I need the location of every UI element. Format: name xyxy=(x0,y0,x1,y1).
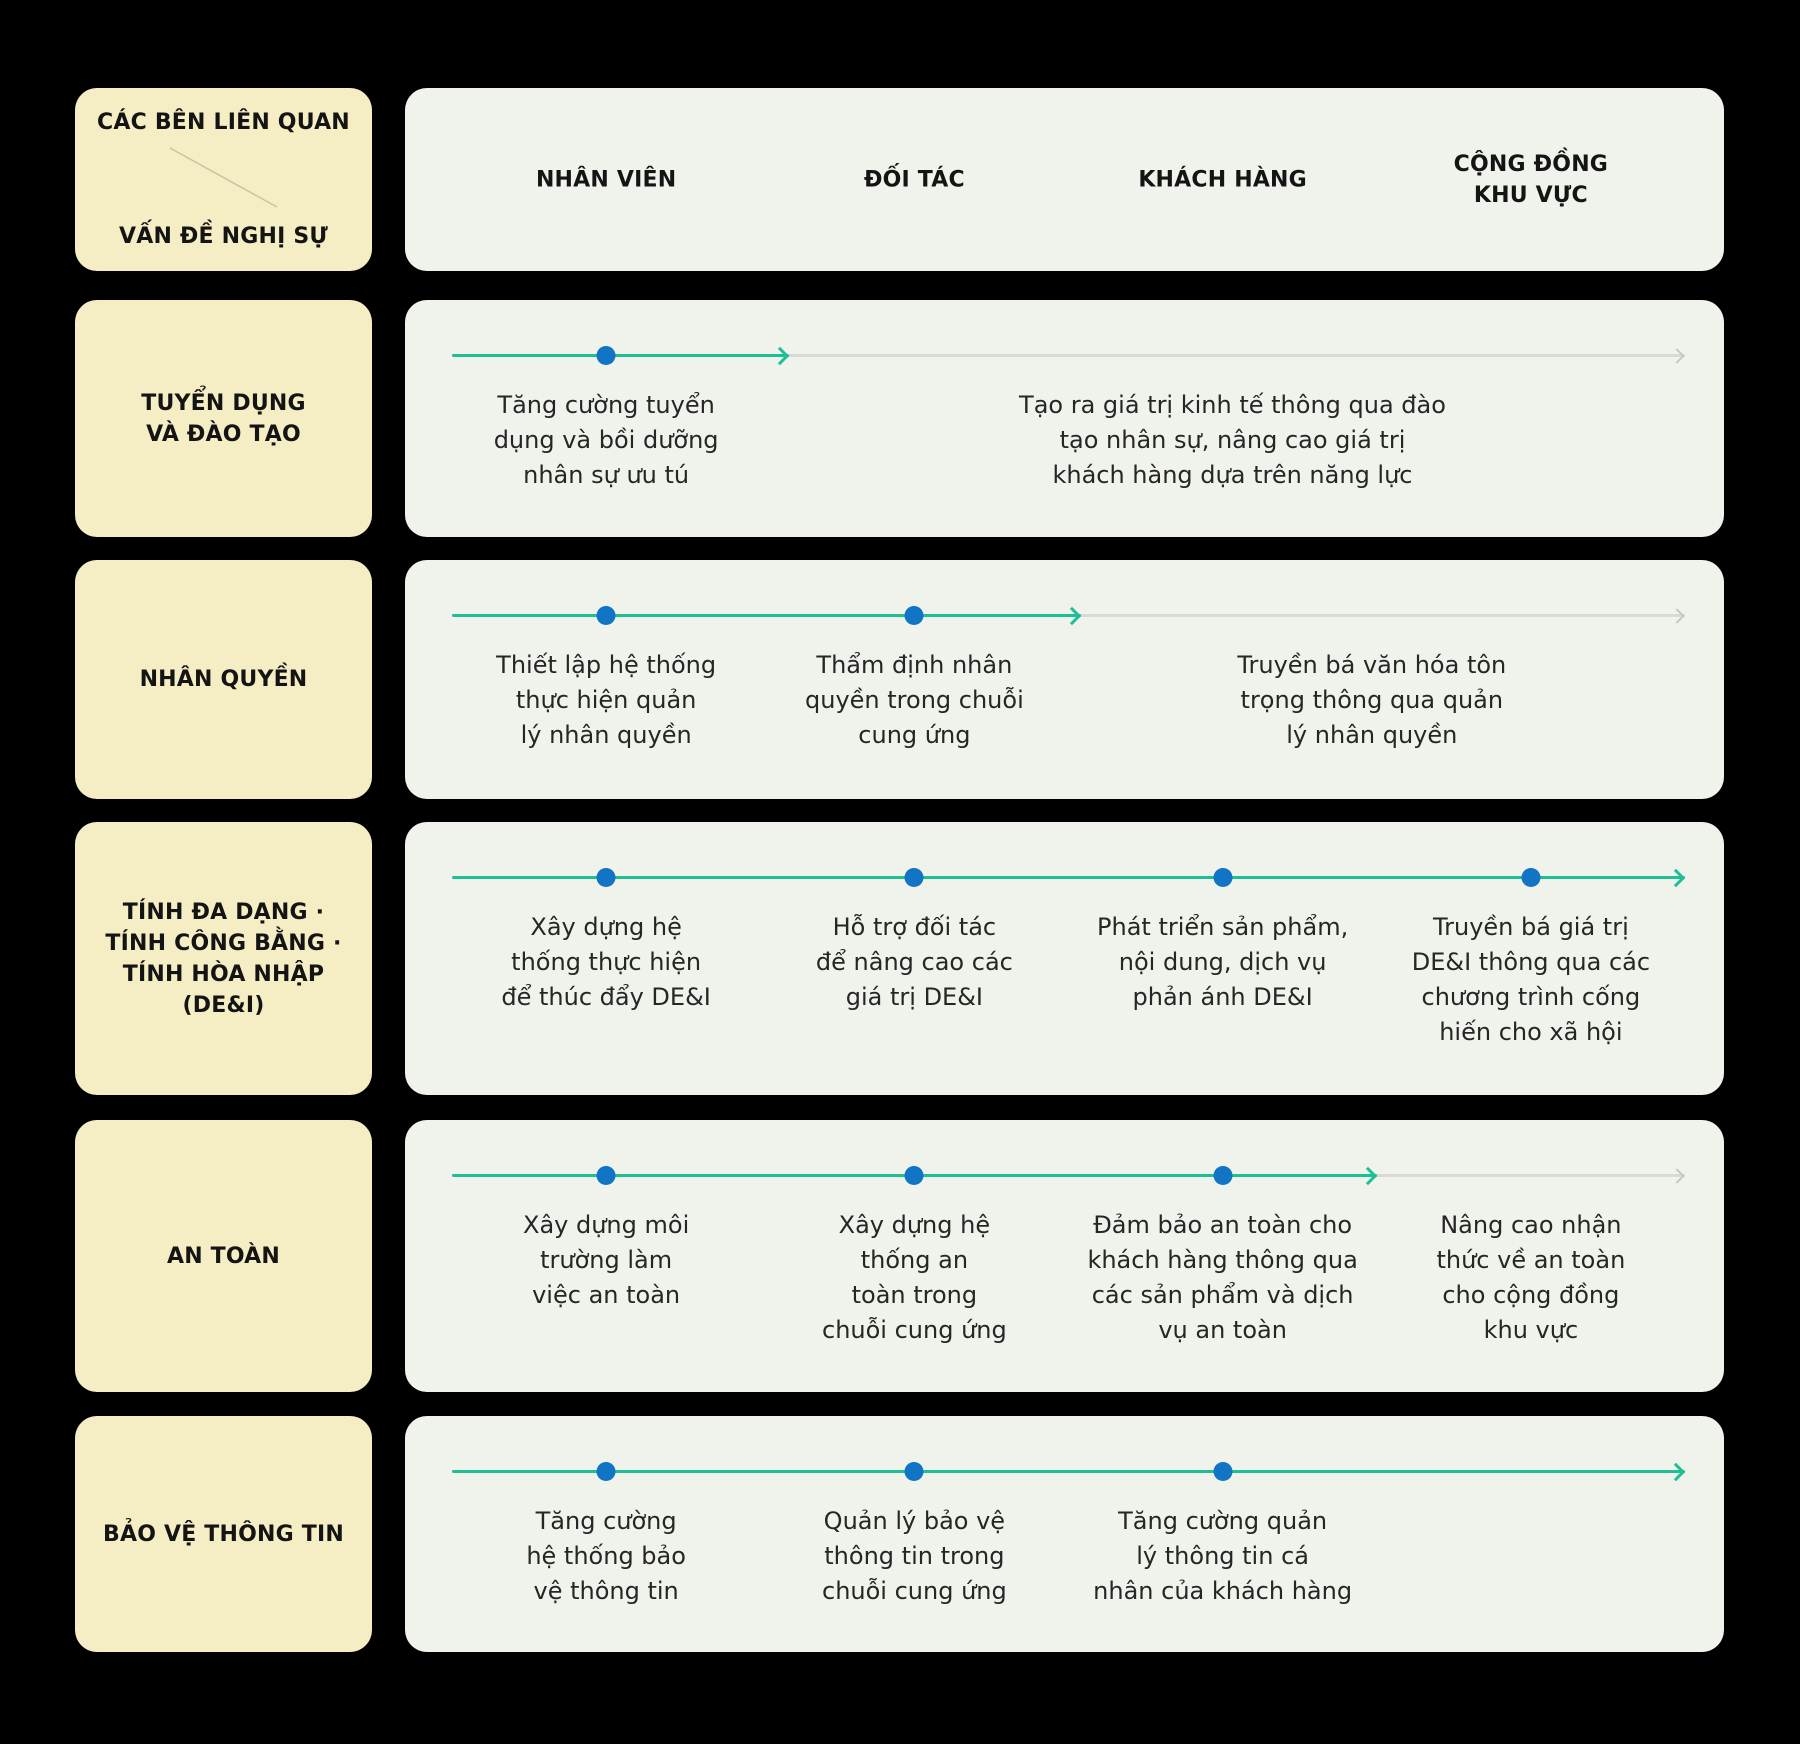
milestone-dot xyxy=(1213,1462,1233,1481)
stakeholder-community: CỘNG ĐỒNG KHU VỰC xyxy=(1453,151,1609,208)
initiative-text: Hỗ trợ đối tác để nâng cao các giá trị D… xyxy=(815,913,1013,1011)
milestone-dot xyxy=(596,1462,616,1481)
gray-arrowhead-icon xyxy=(1669,347,1685,364)
stakeholder-partners: ĐỐI TÁC xyxy=(863,167,965,192)
milestone-dot xyxy=(904,1166,924,1185)
milestone-dot xyxy=(1521,868,1541,887)
agenda-panel-human-rights: Thiết lập hệ thống thực hiện quản lý nhâ… xyxy=(405,560,1724,799)
matrix-corner-box: CÁC BÊN LIÊN QUAN VẤN ĐỀ NGHỊ SỰ xyxy=(75,88,372,271)
timeline-information-protection: Tăng cường hệ thống bảo vệ thông tin Quả… xyxy=(452,1416,1686,1652)
stakeholder-header-columns: NHÂN VIÊN ĐỐI TÁC KHÁCH HÀNG CỘNG ĐỒNG K… xyxy=(452,88,1685,271)
timeline-green-line xyxy=(452,354,789,357)
initiative-text: Xây dựng hệ thống an toàn trong chuỗi cu… xyxy=(822,1211,1007,1344)
agenda-label-text: NHÂN QUYỀN xyxy=(139,667,308,692)
initiative-text: Truyền bá giá trị DE&I thông qua các chư… xyxy=(1411,913,1651,1046)
timeline-dei: Xây dựng hệ thống thực hiện để thúc đẩy … xyxy=(452,822,1686,1095)
milestone-dot xyxy=(596,606,616,625)
agenda-panel-safety: Xây dựng môi trường làm việc an toàn Xây… xyxy=(405,1120,1724,1392)
agenda-row-safety: AN TOÀN Xây dựng môi trường làm việc an … xyxy=(75,1120,1724,1392)
agenda-panel-dei: Xây dựng hệ thống thực hiện để thúc đẩy … xyxy=(405,822,1724,1095)
initiative-text: Truyền bá văn hóa tôn trọng thông qua qu… xyxy=(1237,651,1507,749)
green-arrowhead-icon xyxy=(1358,1166,1377,1185)
milestone-dot xyxy=(1213,1166,1233,1185)
agenda-label-dei: TÍNH ĐA DẠNG · TÍNH CÔNG BẰNG · TÍNH HÒA… xyxy=(75,822,372,1095)
agenda-row-human-rights: NHÂN QUYỀN Thiết lập hệ thống thực hiện … xyxy=(75,560,1724,799)
agenda-label-safety: AN TOÀN xyxy=(75,1120,372,1392)
green-arrowhead-icon xyxy=(1666,868,1686,887)
stakeholder-employees: NHÂN VIÊN xyxy=(535,167,677,192)
milestone-dot xyxy=(904,606,924,625)
corner-agenda-label: VẤN ĐỀ NGHỊ SỰ xyxy=(119,224,328,249)
milestone-dot xyxy=(1213,868,1233,887)
green-arrowhead-icon xyxy=(770,346,789,365)
header-band: CÁC BÊN LIÊN QUAN VẤN ĐỀ NGHỊ SỰ NHÂN VI… xyxy=(75,88,1724,271)
milestone-dot xyxy=(596,346,616,365)
agenda-label-information-protection: BẢO VỆ THÔNG TIN xyxy=(75,1416,372,1652)
agenda-label-recruitment-training: TUYỂN DỤNG VÀ ĐÀO TẠO xyxy=(75,300,372,537)
agenda-panel-information-protection: Tăng cường hệ thống bảo vệ thông tin Quả… xyxy=(405,1416,1724,1652)
gray-arrowhead-icon xyxy=(1669,1167,1685,1184)
stakeholder-customers: KHÁCH HÀNG xyxy=(1138,167,1307,192)
agenda-row-dei: TÍNH ĐA DẠNG · TÍNH CÔNG BẰNG · TÍNH HÒA… xyxy=(75,822,1724,1095)
timeline-recruitment-training: Tăng cường tuyển dụng và bồi dưỡng nhân … xyxy=(452,300,1685,537)
initiative-text: Tăng cường tuyển dụng và bồi dưỡng nhân … xyxy=(493,391,719,489)
agenda-panel-recruitment-training: Tăng cường tuyển dụng và bồi dưỡng nhân … xyxy=(405,300,1724,537)
milestone-dot xyxy=(596,1166,616,1185)
agenda-label-text: TÍNH ĐA DẠNG · TÍNH CÔNG BẰNG · TÍNH HÒA… xyxy=(105,899,342,1018)
initiative-text: Xây dựng môi trường làm việc an toàn xyxy=(523,1211,690,1309)
initiative-text: Phát triển sản phẩm, nội dung, dịch vụ p… xyxy=(1097,913,1349,1011)
green-arrowhead-icon xyxy=(1666,1462,1686,1481)
agenda-label-human-rights: NHÂN QUYỀN xyxy=(75,560,372,799)
green-arrowhead-icon xyxy=(1062,606,1082,625)
timeline-gray-track xyxy=(452,354,1685,357)
agenda-label-text: BẢO VỆ THÔNG TIN xyxy=(103,1521,344,1547)
timeline-green-line xyxy=(452,1470,1685,1473)
agenda-label-text: TUYỂN DỤNG VÀ ĐÀO TẠO xyxy=(141,390,306,447)
timeline-human-rights: Thiết lập hệ thống thực hiện quản lý nhâ… xyxy=(452,560,1685,799)
diagonal-divider-line xyxy=(169,147,278,208)
agenda-row-information-protection: BẢO VỆ THÔNG TIN Tăng cường hệ thống bảo… xyxy=(75,1416,1724,1652)
timeline-green-line xyxy=(452,876,1685,879)
initiative-text: Tăng cường quản lý thông tin cá nhân của… xyxy=(1093,1507,1353,1605)
stakeholder-header-panel: NHÂN VIÊN ĐỐI TÁC KHÁCH HÀNG CỘNG ĐỒNG K… xyxy=(405,88,1724,271)
initiative-text: Tăng cường hệ thống bảo vệ thông tin xyxy=(526,1507,686,1605)
initiative-text: Thiết lập hệ thống thực hiện quản lý nhâ… xyxy=(496,651,717,749)
initiative-text: Thẩm định nhân quyền trong chuỗi cung ứn… xyxy=(805,651,1024,749)
agenda-row-recruitment-training: TUYỂN DỤNG VÀ ĐÀO TẠO Tăng cường tuyển d… xyxy=(75,300,1724,537)
initiative-text: Nâng cao nhận thức về an toàn cho cộng đ… xyxy=(1436,1211,1626,1344)
timeline-green-line xyxy=(452,614,1081,617)
agenda-label-text: AN TOÀN xyxy=(166,1243,281,1269)
timeline-safety: Xây dựng môi trường làm việc an toàn Xây… xyxy=(452,1120,1685,1392)
milestone-dot xyxy=(596,868,616,887)
initiative-text: Xây dựng hệ thống thực hiện để thúc đẩy … xyxy=(501,913,711,1011)
gray-arrowhead-icon xyxy=(1669,607,1685,624)
corner-stakeholders-label: CÁC BÊN LIÊN QUAN xyxy=(97,110,350,135)
milestone-dot xyxy=(904,1462,924,1481)
initiative-text: Quản lý bảo vệ thông tin trong chuỗi cun… xyxy=(822,1507,1007,1605)
initiative-text: Tạo ra giá trị kinh tế thông qua đào tạo… xyxy=(1019,391,1446,489)
milestone-dot xyxy=(904,868,924,887)
initiative-text: Đảm bảo an toàn cho khách hàng thông qua… xyxy=(1087,1211,1358,1344)
